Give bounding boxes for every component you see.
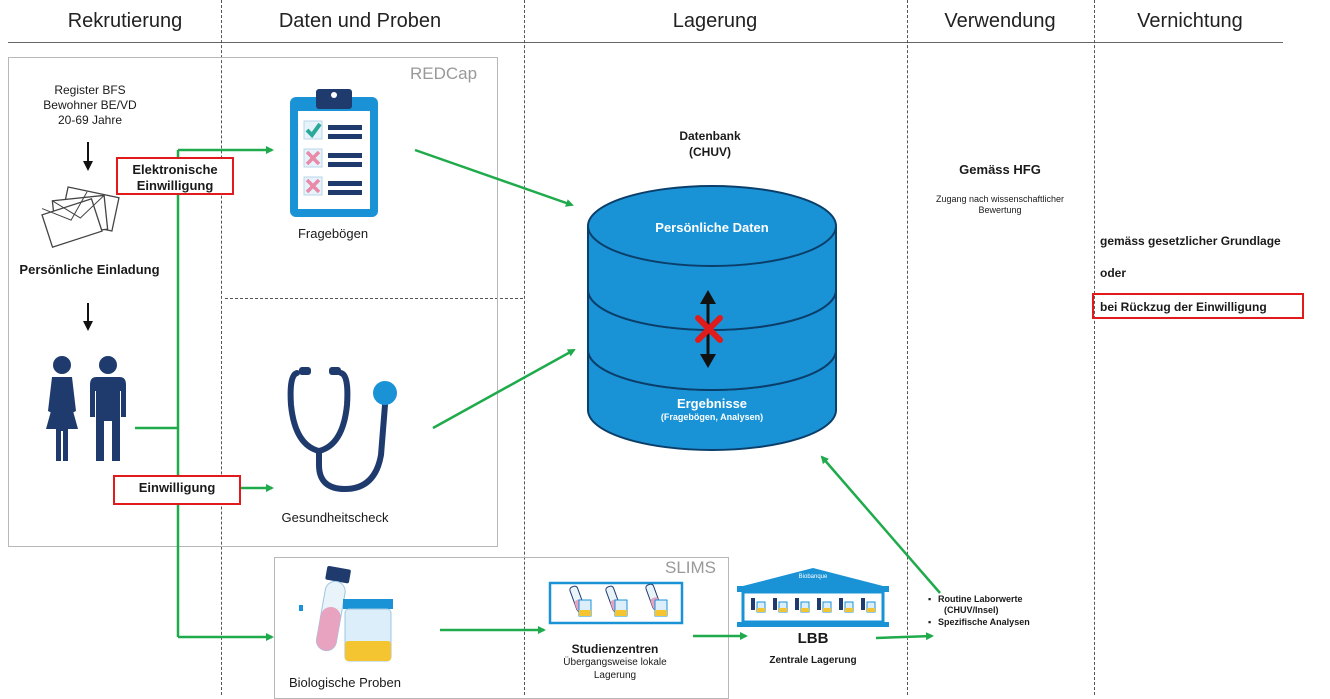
usage-sub: Zugang nach wissenschaftlicher Bewertung <box>912 194 1088 217</box>
redcap-label: REDCap <box>410 64 478 83</box>
divider-3 <box>907 0 908 695</box>
biobank-sign: Biobanque <box>798 574 828 580</box>
usage-bullet-1: ▪Routine Laborwerte <box>928 594 1023 604</box>
database-title-line-1: Datenbank <box>679 129 741 143</box>
usage-bullet-1-text: Routine Laborwerte <box>938 594 1023 604</box>
header-vernichtung: Vernichtung <box>1137 10 1243 32</box>
stethoscope-icon <box>287 367 397 493</box>
study-centers-sub-line-1: Übergangsweise lokale <box>563 657 667 668</box>
questionnaires-label: Fragebögen <box>297 226 369 241</box>
biobank-building-icon <box>737 568 889 627</box>
divider-horizontal <box>225 298 523 299</box>
study-centers-sub-line-2: Lagerung <box>593 669 637 681</box>
register-text: Register BFS Bewohner BE/VD 20-69 Jahre <box>20 83 160 128</box>
divider-2 <box>524 0 525 695</box>
register-line-2: Bewohner BE/VD <box>43 98 137 112</box>
electronic-consent-line-1: Elektronische <box>132 162 218 177</box>
envelopes-icon <box>41 186 120 249</box>
study-centers-label: Studienzentren <box>571 642 659 656</box>
divider-1 <box>221 0 222 695</box>
database-title: Datenbank (CHUV) <box>650 129 770 160</box>
clipboard-icon <box>290 89 378 217</box>
header-rekrutierung: Rekrutierung <box>67 10 183 32</box>
slims-label: SLIMS <box>665 558 717 577</box>
destruction-line-2: oder <box>1100 266 1127 280</box>
lbb-label: LBB <box>797 630 829 647</box>
paper-consent-box: Einwilligung <box>113 475 241 505</box>
usage-bullet-2-text: Spezifische Analysen <box>938 616 1030 627</box>
usage-bullet-2: ▪Spezifische Analysen <box>928 616 1030 627</box>
lbb-sub: Zentrale Lagerung <box>769 655 857 666</box>
usage-bullet-1-sub: (CHUV/Insel) <box>944 605 999 616</box>
bio-samples-label: Biologische Proben <box>288 675 402 690</box>
study-centers-rack-icon <box>548 581 684 625</box>
usage-title: Gemäss HFG <box>959 162 1041 177</box>
destruction-line-1: gemäss gesetzlicher Grundlage <box>1100 234 1281 248</box>
header-rule <box>8 42 1283 43</box>
people-icon <box>46 356 126 461</box>
usage-sub-line-1: Zugang nach wissenschaftlicher <box>935 194 1065 204</box>
register-line-3: 20-69 Jahre <box>57 113 123 127</box>
usage-bullets: ▪Routine Laborwerte (CHUV/Insel) ▪Spezif… <box>928 594 1068 628</box>
invitation-label: Persönliche Einladung <box>19 262 160 277</box>
db-results-label: Ergebnisse <box>676 396 748 411</box>
withdrawal-box: bei Rückzug der Einwilligung <box>1092 293 1304 319</box>
electronic-consent-line-2: Einwilligung <box>136 177 214 193</box>
redcap-box <box>8 57 498 547</box>
health-check-label: Gesundheitscheck <box>281 510 389 525</box>
database-title-line-2: (CHUV) <box>689 144 731 159</box>
header-lagerung: Lagerung <box>672 10 758 32</box>
usage-sub-line-2: Bewertung <box>978 205 1022 216</box>
register-line-1: Register BFS <box>54 83 126 97</box>
db-results-sub: (Fragebögen, Analysen) <box>660 412 764 422</box>
db-personal-label: Persönliche Daten <box>655 220 769 235</box>
divider-4 <box>1094 0 1095 695</box>
database-icon <box>587 185 837 451</box>
header-daten-und-proben: Daten und Proben <box>278 10 442 32</box>
study-centers-sub: Übergangsweise lokale Lagerung <box>545 657 685 682</box>
header-verwendung: Verwendung <box>944 10 1056 32</box>
electronic-consent-box: Elektronische Einwilligung <box>116 157 234 195</box>
bio-samples-icon <box>299 565 393 662</box>
